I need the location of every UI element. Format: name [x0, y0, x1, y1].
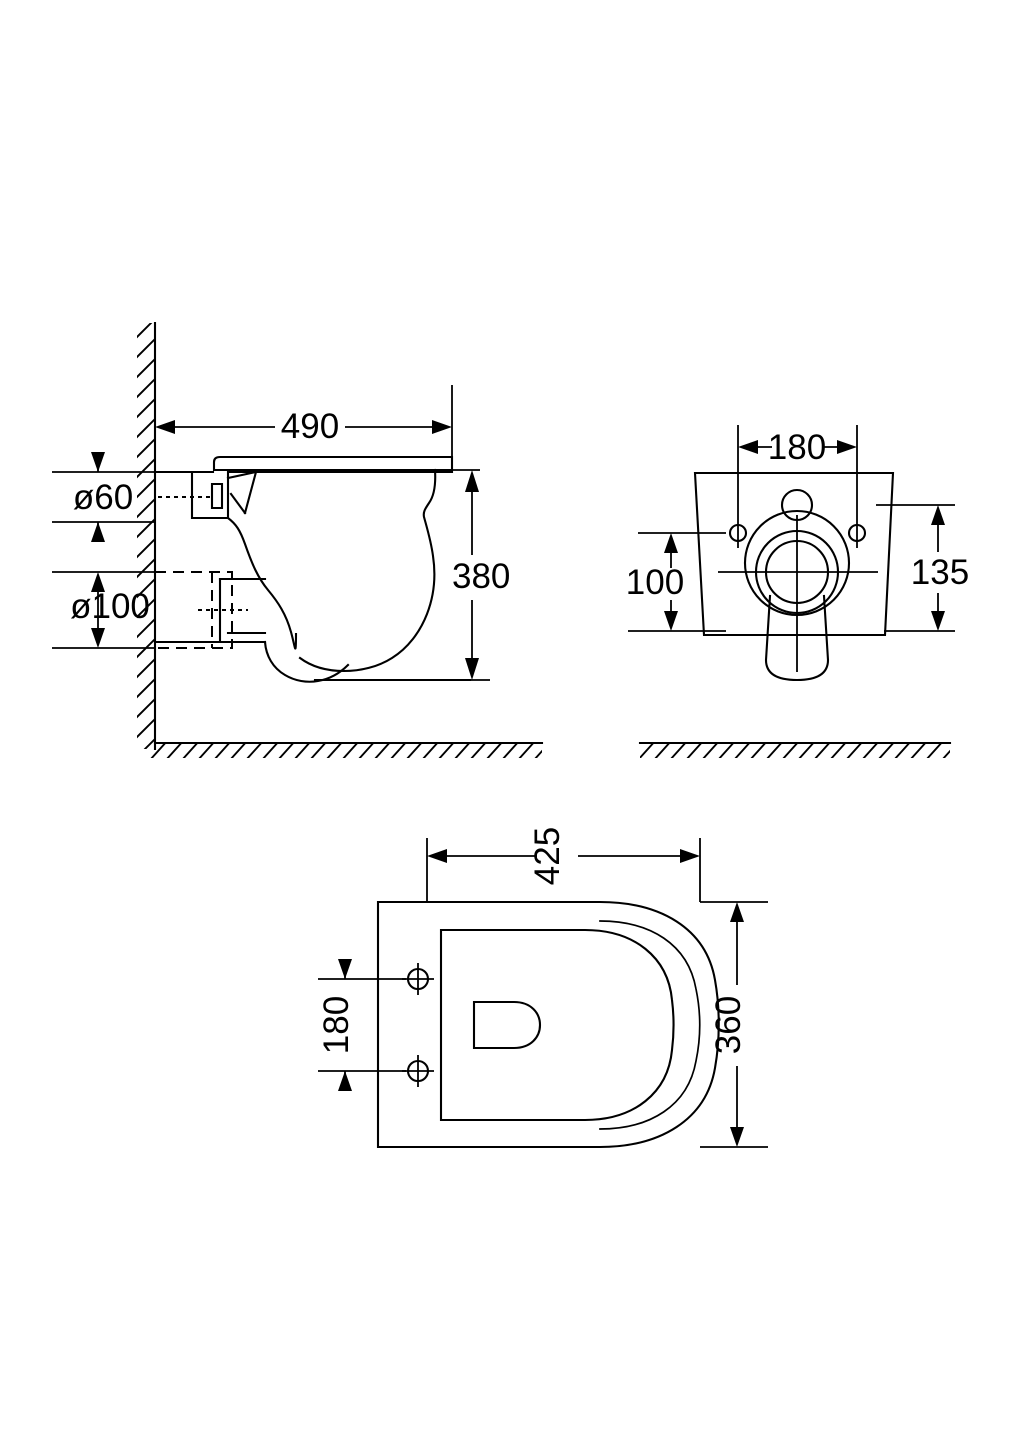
- dim-label-380: 380: [452, 557, 510, 596]
- dim-label-o100: ø100: [70, 587, 150, 626]
- dimension-o60: ø60: [52, 452, 155, 542]
- rim-bracket-edge: [243, 470, 258, 515]
- plan-bowl-opening: [439, 928, 675, 1122]
- arrow-380-bottom: [465, 658, 479, 680]
- toilet-seat-lid: [212, 455, 454, 472]
- arrow-180-left: [738, 440, 758, 454]
- plan-bolt-hole-lower: [402, 1055, 434, 1087]
- bowl-trap-underside: [263, 640, 350, 683]
- rim-bracket-diagonal: [229, 492, 247, 515]
- plan-outer-outline: [376, 900, 720, 1149]
- arrow-o100-top: [91, 572, 105, 592]
- dimension-rear-180: 180: [738, 428, 857, 467]
- side-elevation-view: 490 380 ø60 ø10: [52, 321, 544, 758]
- arrow-490-left: [155, 420, 175, 434]
- dimension-plan-360: 360: [700, 901, 768, 1148]
- dim-label-rear-100: 100: [626, 563, 684, 602]
- wall-hatching: [137, 323, 156, 749]
- arrow-135-bottom: [931, 611, 945, 631]
- arrow-180-right: [837, 440, 857, 454]
- dim-label-o60: ø60: [73, 478, 133, 517]
- arrow-o60-bottom: [91, 522, 105, 542]
- bowl-inner-left-curve: [226, 516, 298, 650]
- dim-label-rear-135: 135: [911, 553, 969, 592]
- arrow-135-top: [931, 505, 945, 525]
- dimension-plan-180: 180: [317, 959, 406, 1091]
- arrow-425-right: [680, 849, 700, 863]
- arrow-100-top: [664, 533, 678, 553]
- arrow-360-top: [730, 902, 744, 922]
- bowl-outer-right-curve: [298, 468, 437, 673]
- dimension-plan-425: 425: [426, 827, 701, 902]
- arrow-490-right: [432, 420, 452, 434]
- dim-label-rear-180: 180: [768, 428, 826, 467]
- dimension-490: 490: [155, 385, 453, 470]
- arrow-380-top: [465, 470, 479, 492]
- arrow-100-bottom: [664, 611, 678, 631]
- dim-label-plan-425: 425: [528, 827, 567, 885]
- floor-hatching-side: [150, 742, 542, 758]
- arrow-plan180-top: [338, 959, 352, 979]
- arrow-o60-top: [91, 452, 105, 472]
- arrow-plan180-bottom: [338, 1071, 352, 1091]
- plan-inner-rim-curve: [599, 920, 701, 1130]
- rear-body-outline: [693, 471, 895, 637]
- dim-label-plan-360: 360: [709, 996, 748, 1054]
- arrow-425-left: [427, 849, 447, 863]
- dimension-rear-100: 100: [626, 532, 726, 632]
- rear-elevation-view: 180 100 135: [626, 425, 969, 758]
- arrow-o100-bottom: [91, 628, 105, 648]
- plan-bolt-hole-upper: [402, 963, 434, 995]
- outlet-spigot-tab: [764, 594, 830, 682]
- plan-rim-notch: [472, 1000, 542, 1050]
- flush-inlet-spigot: [210, 482, 224, 510]
- floor-hatching-rear: [640, 742, 950, 758]
- dimension-380: 380: [452, 469, 510, 681]
- flush-inlet-socket: [190, 470, 230, 520]
- dim-label-plan-180: 180: [317, 996, 356, 1054]
- arrow-360-bottom: [730, 1127, 744, 1147]
- dim-label-490: 490: [281, 407, 339, 446]
- dimension-rear-135: 135: [876, 504, 969, 632]
- rim-bracket-upper: [226, 470, 258, 480]
- top-plan-view: 425 180 360: [317, 827, 768, 1149]
- dimension-o100: ø100: [52, 571, 155, 649]
